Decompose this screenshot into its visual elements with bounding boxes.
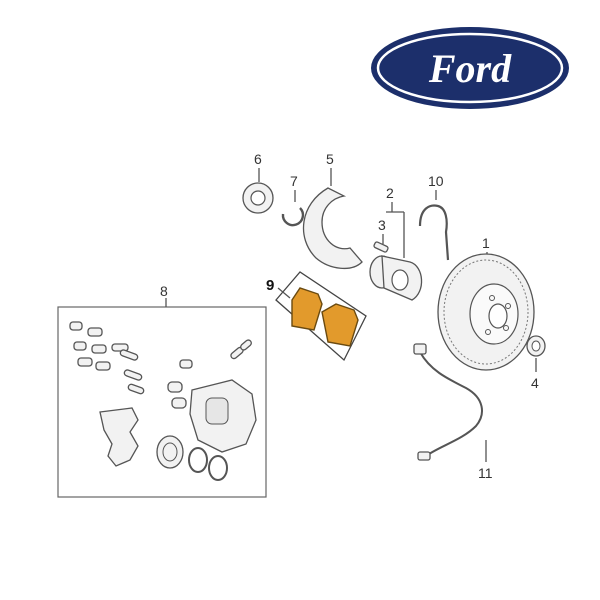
- callout-9: 9: [266, 277, 274, 294]
- callout-3: 3: [378, 217, 386, 233]
- callout-11: 11: [478, 465, 493, 481]
- part-9-brake-pads[interactable]: 9: [266, 271, 367, 362]
- ford-logo-text: Ford: [428, 46, 512, 91]
- part-6-bearing[interactable]: 6: [242, 151, 274, 214]
- part-5-dust-shield[interactable]: 5: [302, 151, 363, 269]
- callout-5: 5: [326, 151, 334, 167]
- caliper-kit-box: [57, 306, 267, 498]
- dust-boot: [208, 455, 228, 481]
- callout-10: 10: [428, 173, 444, 189]
- part-2-hub[interactable]: 2: [369, 185, 423, 301]
- caliper-bracket: [99, 407, 139, 467]
- piston-seal: [188, 447, 208, 473]
- part-4-hub-nut[interactable]: 4: [526, 335, 546, 391]
- ford-logo[interactable]: Ford: [371, 27, 569, 109]
- ford-logo-oval: [371, 27, 569, 109]
- part-3-wheel-bolt[interactable]: 3: [373, 217, 389, 253]
- ford-logo-ring: [376, 32, 564, 104]
- callout-6: 6: [254, 151, 262, 167]
- callout-1: 1: [482, 235, 490, 251]
- part-7-snap-ring[interactable]: 7: [281, 173, 305, 227]
- brake-pad-outer: [321, 303, 359, 347]
- leader-9: [277, 287, 291, 299]
- caliper-piston: [156, 435, 184, 469]
- caliper-small-parts: [69, 321, 252, 409]
- callout-2: 2: [386, 185, 394, 201]
- brake-pad-inner: [291, 287, 323, 331]
- part-1-brake-rotor[interactable]: 1: [437, 235, 535, 371]
- part-11-abs-sensor[interactable]: 11: [413, 343, 493, 481]
- part-10-sensor-bracket[interactable]: 10: [418, 173, 450, 261]
- callout-4: 4: [531, 375, 539, 391]
- part-8-caliper-kit[interactable]: 8: [57, 283, 267, 498]
- callout-7: 7: [290, 173, 298, 189]
- brake-pad-frame: [275, 271, 367, 362]
- callout-8: 8: [160, 283, 168, 299]
